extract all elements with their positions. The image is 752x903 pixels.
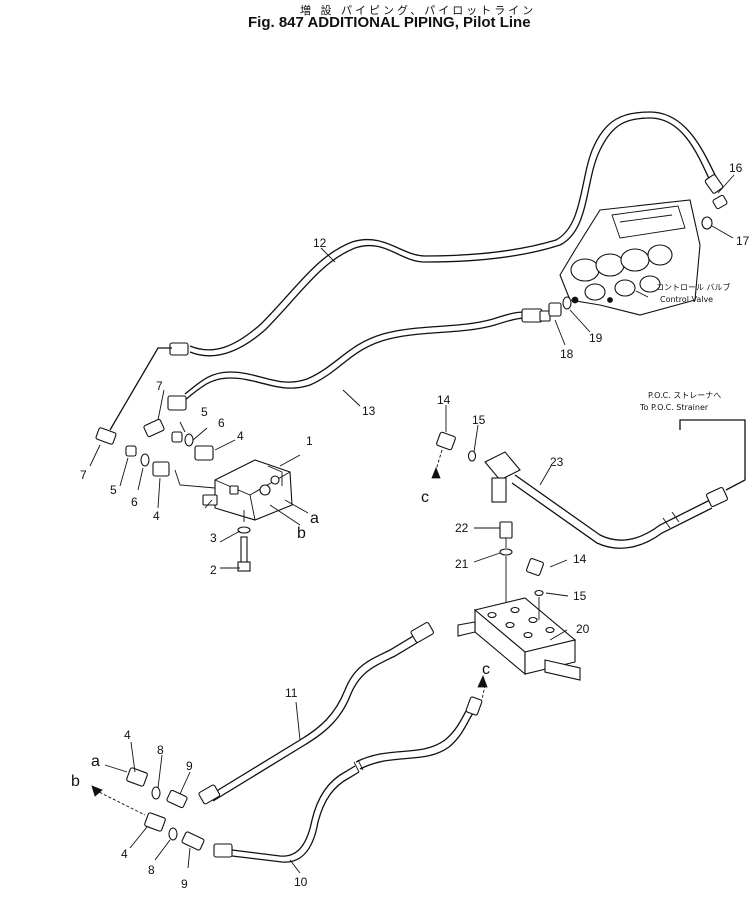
part-2-bolt-head [237,561,251,572]
label-part-5a: 5 [201,405,208,419]
valve-body-1 [202,459,293,521]
label-connection-c-bottom: c [482,661,490,678]
pipe-13 [167,308,551,411]
pipe-12-end-fitting [704,174,724,194]
control-valve [559,199,701,316]
label-part-11: 11 [285,686,298,700]
label-part-4d: 4 [121,847,128,861]
part-21-oring [499,548,513,556]
label-part-7b: 7 [80,468,87,482]
part-4b-fitting [152,461,170,477]
label-part-5b: 5 [110,483,117,497]
pipe-12-fitting [169,342,189,356]
label-part-22: 22 [455,521,469,535]
part-15b-oring [534,589,544,597]
part-19-oring [562,296,572,310]
label-part-9a: 9 [186,759,193,773]
label-connection-a-bottom: a [91,753,100,770]
part-5b-nut [125,445,137,457]
part-3-washer [237,526,251,534]
label-part-18: 18 [560,347,574,361]
manifold-block-20 [457,597,581,681]
label-part-6a: 6 [218,416,225,430]
label-part-16: 16 [729,161,743,175]
figure-title: Fig. 847 ADDITIONAL PIPING, Pilot Line [248,14,531,31]
part-6a-oring [184,433,194,447]
label-part-2: 2 [210,563,217,577]
part-4d-fitting [144,812,166,832]
part-17-oring [701,216,713,230]
part-7a-elbow [143,418,165,438]
part-8a-oring [151,786,161,800]
annotation-control-valve-en: Control Valve [660,295,713,304]
label-part-8a: 8 [157,743,164,757]
label-part-1: 1 [306,434,313,448]
label-part-20: 20 [576,622,590,636]
annotation-poc-jp: P.O.C. ストレーナへ [648,391,721,400]
pipe-23-assembly [484,419,746,549]
part-4a-fitting [194,445,214,461]
part-8b-oring [168,827,178,841]
label-part-4a: 4 [237,429,244,443]
part-16-fitting [712,194,728,210]
label-part-10: 10 [294,875,308,889]
part-9b-elbow [181,831,205,851]
label-part-21: 21 [455,557,469,571]
part-15a-oring [467,450,477,462]
part-14b-elbow [526,558,544,576]
annotation-poc-en: To P.O.C. Strainer [639,403,709,412]
pipe-13-end-fitting [521,308,543,323]
part-2-bolt [240,536,248,564]
label-part-14a: 14 [437,393,451,407]
label-part-12: 12 [313,236,327,250]
label-part-6b: 6 [131,495,138,509]
part-7b-fitting [95,427,117,445]
pipe-11 [198,621,434,805]
label-part-15b: 15 [573,589,587,603]
label-part-13: 13 [362,404,376,418]
pipe-13-fitting [167,395,187,411]
label-part-4b: 4 [153,509,160,523]
label-part-9b: 9 [181,877,188,891]
label-part-7a: 7 [156,379,163,393]
label-connection-a-valve: a [310,510,319,527]
part-6b-oring [140,453,150,467]
figure-title-japanese: 増 設 パイピング、パイロットライン [300,4,537,17]
label-connection-b-valve: b [297,525,306,542]
label-part-14b: 14 [573,552,587,566]
part-18-fitting [548,302,562,317]
label-part-17: 17 [736,234,750,248]
label-part-23: 23 [550,455,564,469]
label-part-8b: 8 [148,863,155,877]
label-connection-b-bottom: b [71,773,80,790]
part-4c-fitting [126,767,148,787]
part-14a-elbow [436,431,456,451]
label-part-19: 19 [589,331,603,345]
part-9a-elbow [166,789,188,809]
label-part-4c: 4 [124,728,131,742]
label-part-15a: 15 [472,413,486,427]
pipe-10 [213,696,483,863]
pipe-12 [169,111,724,357]
label-connection-c-top: c [421,489,429,506]
part-22-nipple [499,521,513,539]
label-part-3: 3 [210,531,217,545]
annotation-control-valve-jp: コントロール バルブ [656,282,731,292]
part-5a-nut [171,431,183,443]
